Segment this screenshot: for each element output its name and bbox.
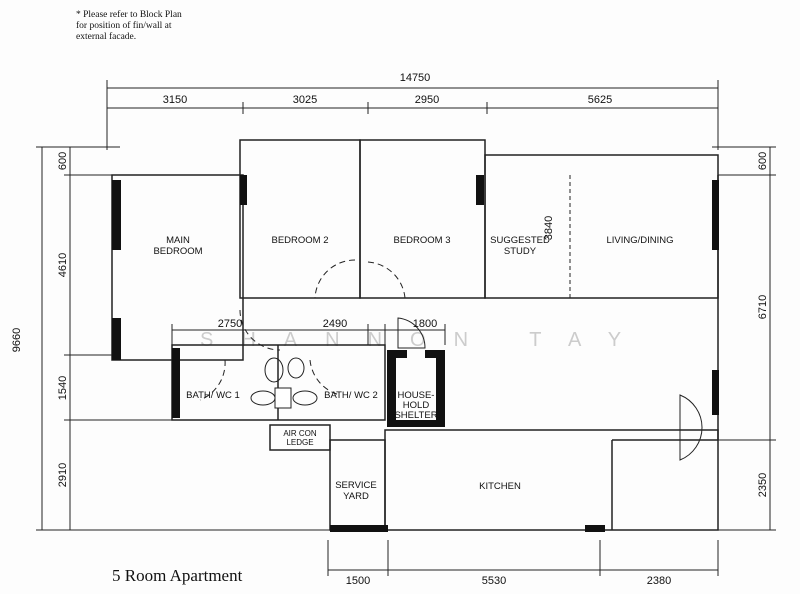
room-labels: MAIN BEDROOM BEDROOM 2 BEDROOM 3 SUGGEST… (153, 235, 673, 502)
dim-label: 4610 (57, 253, 69, 277)
shelter-door (397, 317, 426, 349)
dim-label: 5625 (588, 94, 612, 106)
kitchen-label: KITCHEN (479, 481, 521, 492)
dim-label: 2910 (57, 463, 69, 487)
bedroom3-label: BEDROOM 3 (393, 235, 450, 246)
dim-label: 3840 (543, 216, 555, 240)
aircon-ledge-label: LEDGE (286, 438, 313, 447)
bath2-label: BATH/ WC 2 (324, 390, 378, 401)
dim-label: 600 (757, 152, 769, 170)
dim-label: 2490 (323, 318, 347, 330)
dimension-labels: 14750 3150 3025 2950 5625 9660 600 4610 … (11, 72, 769, 587)
dimension-lines (36, 80, 776, 576)
dim-label: 6710 (757, 295, 769, 319)
service-yard-label: SERVICE (335, 480, 377, 491)
dim-label: 1500 (346, 575, 370, 587)
dim-label: 2750 (218, 318, 242, 330)
note-line: * Please refer to Block Plan (76, 10, 182, 20)
dim-label: 1540 (57, 376, 69, 400)
note-line: external facade. (76, 32, 137, 42)
shelter-label: SHELTER (394, 410, 437, 421)
shelter-label: HOLD (403, 400, 430, 411)
study-label: SUGGESTED (490, 235, 550, 246)
dim-label: 3025 (293, 94, 317, 106)
shelter-label: HOUSE- (398, 390, 435, 401)
main-bedroom-label: BEDROOM (153, 246, 202, 257)
bath1-label: BATH/ WC 1 (186, 390, 240, 401)
main-door (679, 394, 703, 461)
dim-label: 14750 (400, 72, 431, 84)
dim-label: 5530 (482, 575, 506, 587)
living-dining-label: LIVING/DINING (606, 235, 673, 246)
basin-counter (274, 387, 292, 409)
aircon-ledge-label: AIR CON (283, 429, 317, 438)
toilet-icon (287, 357, 305, 379)
basin-icon (292, 390, 318, 406)
dim-label: 1800 (413, 318, 437, 330)
study-label: STUDY (504, 246, 537, 257)
toilet-icon (264, 357, 284, 383)
dim-label: 2950 (415, 94, 439, 106)
block-plan-note: * Please refer to Block Plan for positio… (76, 10, 256, 43)
dim-label: 600 (57, 152, 69, 170)
dim-label: 3150 (163, 94, 187, 106)
service-yard-label: YARD (343, 491, 369, 502)
dim-label: 2380 (647, 575, 671, 587)
basin-icon (250, 390, 276, 406)
bedroom2-label: BEDROOM 2 (271, 235, 328, 246)
note-line: for position of fin/wall at (76, 21, 172, 31)
plan-title: 5 Room Apartment (112, 566, 243, 585)
main-bedroom-label: MAIN (166, 235, 190, 246)
dim-label: 9660 (11, 328, 23, 352)
dim-label: 2350 (757, 473, 769, 497)
solid-walls (112, 175, 719, 532)
door-swings (199, 259, 406, 401)
